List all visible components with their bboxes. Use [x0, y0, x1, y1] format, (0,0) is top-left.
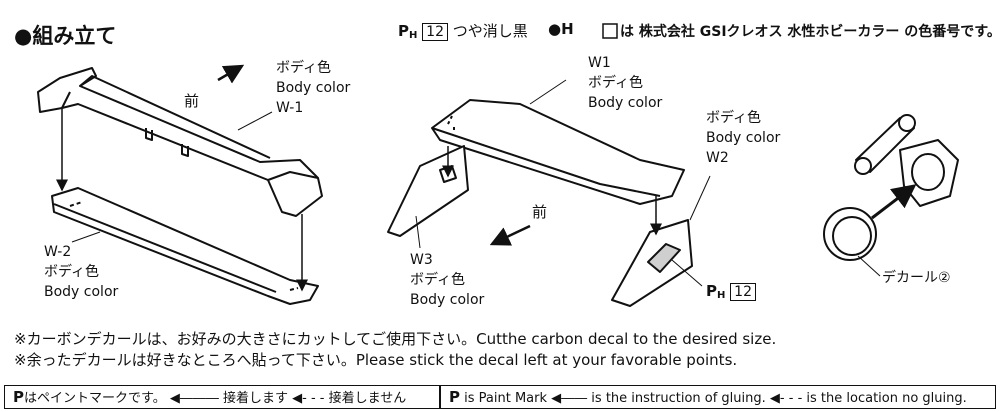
solid-arrow-icon: ◀――― — [169, 391, 219, 406]
wing-w1-center — [431, 99, 685, 205]
w2-label-en-center: Body color — [706, 130, 781, 146]
decal-label: デカール② — [882, 270, 951, 286]
color-note-prefix: ●H — [548, 20, 574, 38]
w3-label-jp: ボディ色 — [410, 272, 466, 288]
paint-code-box-center: 12 — [730, 283, 756, 301]
legend-en-noglue: is the location no gluing. — [806, 391, 967, 406]
w1-label-jp-center: ボディ色 — [588, 75, 644, 91]
dashed-arrow-icon: ◀- - - — [292, 391, 325, 406]
legend-jp-noglue: 接着しません — [328, 391, 407, 406]
wing-w1-left — [37, 67, 323, 217]
dashed-arrow-icon: ◀- - - — [769, 391, 803, 406]
w3-part: W3 — [410, 252, 433, 268]
w2-part-left: W-2 — [44, 244, 72, 260]
w1-part-center: W1 — [588, 55, 611, 71]
paint-mark-icon: PH — [398, 22, 418, 41]
mirror-parts — [823, 114, 959, 261]
legend-jp: Pはペイントマークです。 ◀――― 接着します ◀- - - 接着しません — [4, 385, 440, 409]
note-leftover-decal: ※余ったデカールは好きなところへ貼って下さい。Please stick the … — [14, 351, 738, 369]
legend-en: P is Paint Mark ◀―― is the instruction o… — [440, 385, 996, 409]
paint-callout-center: PH 12 — [706, 282, 756, 301]
w2-part-center: W2 — [706, 150, 729, 166]
solid-arrow-icon: ◀―― — [551, 391, 588, 406]
endplate-w2 — [611, 219, 693, 307]
w1-label-en-left: Body color — [276, 80, 351, 96]
paint-mark-icon: P — [13, 388, 24, 406]
legend-jp-paint: はペイントマークです。 — [24, 391, 166, 406]
paint-mark-icon: PH — [706, 282, 726, 301]
note-carbon-decal: ※カーボンデカールは、お好みの大きさにカットしてご使用下さい。Cutthe ca… — [14, 330, 777, 348]
front-label-center: 前 — [532, 203, 548, 221]
plate-w2-left — [51, 187, 319, 305]
w2-label-en-left: Body color — [44, 284, 119, 300]
w2-label-jp-center: ボディ色 — [706, 110, 762, 126]
w1-part-left: W-1 — [276, 100, 304, 116]
paint-desc: つや消し黒 — [452, 22, 528, 40]
w2-label-jp-left: ボディ色 — [44, 264, 100, 280]
legend-en-paint: is Paint Mark — [464, 391, 548, 406]
paint-mark-icon: P — [449, 388, 460, 406]
legend-jp-glue: 接着します — [222, 391, 288, 406]
section-title: ●組み立て — [14, 24, 117, 48]
color-note-suffix: は 株式会社 GSIクレオス 水性ホビーカラー の色番号です。 — [620, 24, 1000, 40]
w1-label-jp-left: ボディ色 — [276, 60, 332, 76]
paint-code-box: 12 — [422, 23, 448, 41]
front-label-left: 前 — [184, 92, 200, 110]
endplate-w3 — [387, 145, 469, 237]
w3-label-en: Body color — [410, 292, 485, 308]
w1-label-en-center: Body color — [588, 95, 663, 111]
header-paint-note: PH 12 つや消し黒 — [398, 20, 528, 41]
legend-en-glue: is the instruction of gluing. — [591, 391, 766, 406]
